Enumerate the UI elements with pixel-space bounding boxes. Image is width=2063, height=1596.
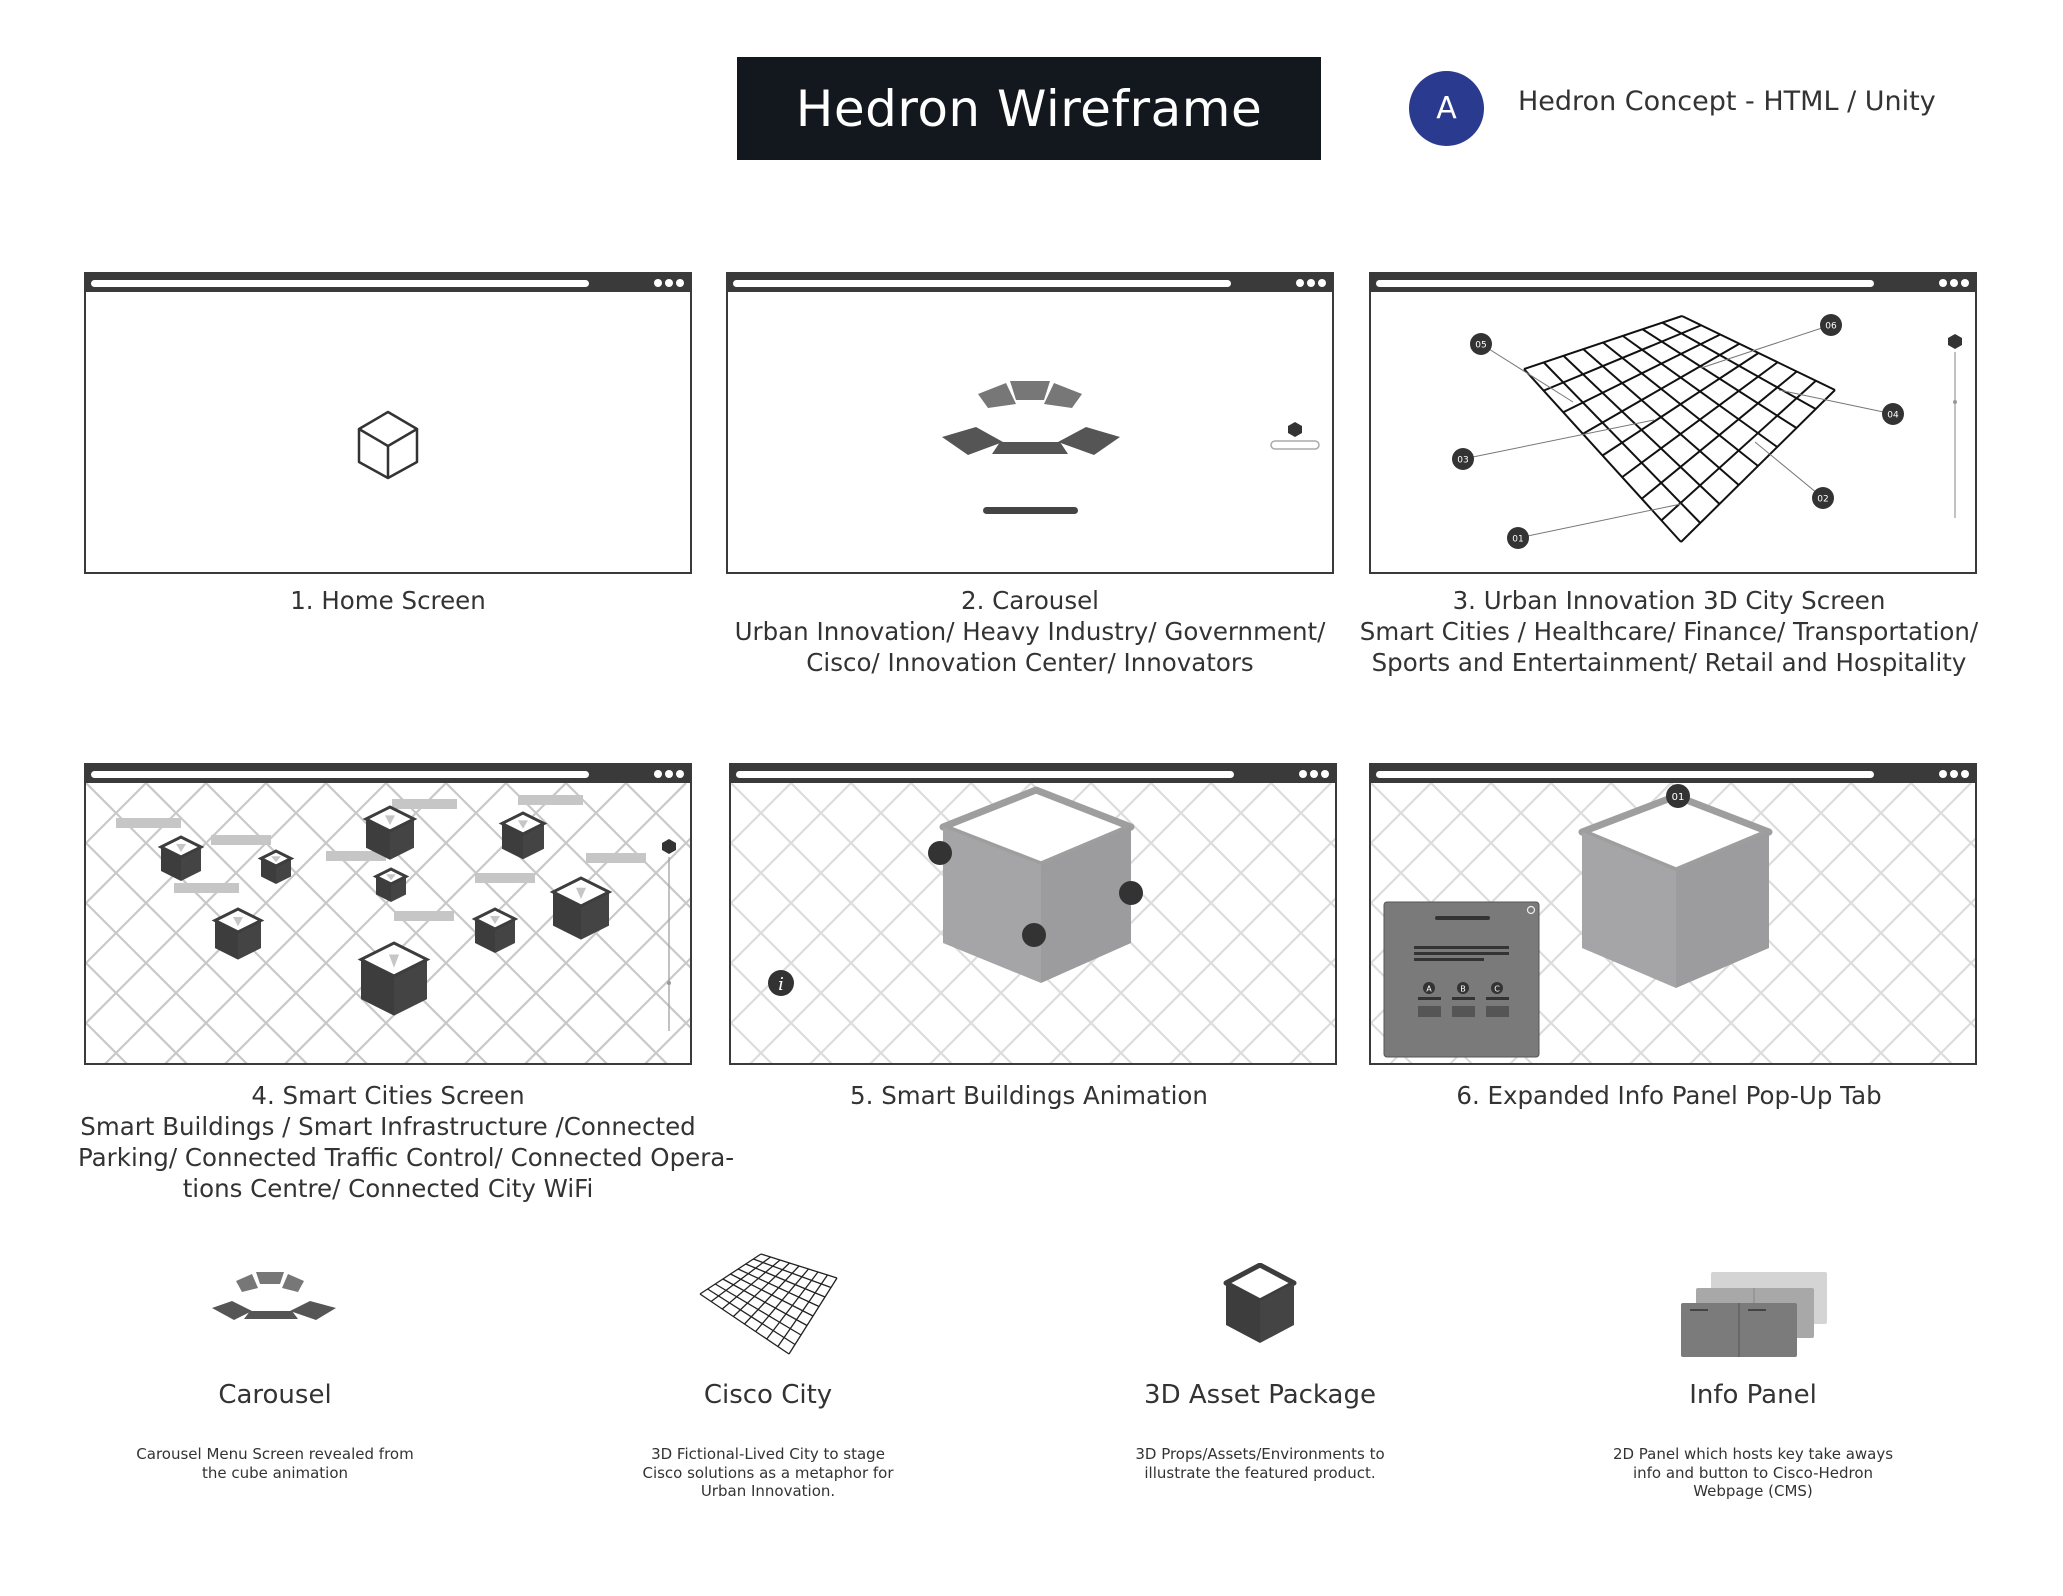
panel-button-b[interactable]: B bbox=[1452, 982, 1475, 1017]
zoom-slider[interactable] bbox=[662, 839, 676, 1031]
carousel-icon bbox=[212, 1272, 336, 1320]
cube-outline-icon bbox=[357, 410, 419, 480]
smart-building-cube[interactable] bbox=[939, 786, 1135, 983]
marker-06[interactable]: 06 bbox=[1820, 314, 1842, 336]
page-subtitle: Hedron Concept - HTML / Unity bbox=[1518, 86, 1936, 117]
marker-05[interactable]: 05 bbox=[1470, 333, 1492, 355]
caption-carousel: 2. Carousel Urban Innovation/ Heavy Indu… bbox=[734, 586, 1326, 677]
hotspot[interactable] bbox=[928, 841, 952, 865]
carousel-indicator bbox=[983, 507, 1078, 514]
menu-dots-icon bbox=[654, 279, 684, 287]
info-panel-popup[interactable]: A B C bbox=[1383, 901, 1540, 1058]
svg-text:05: 05 bbox=[1475, 341, 1486, 351]
carousel-tiles bbox=[942, 381, 1120, 455]
close-icon[interactable] bbox=[1526, 905, 1536, 915]
marker-02[interactable]: 02 bbox=[1812, 487, 1834, 509]
svg-text:C: C bbox=[1494, 985, 1500, 994]
screen-home bbox=[84, 272, 692, 574]
caption-home: 1. Home Screen bbox=[290, 586, 486, 615]
caption-buildings-animation: 5. Smart Buildings Animation bbox=[850, 1081, 1208, 1110]
svg-text:B: B bbox=[1460, 985, 1466, 994]
building-cube[interactable] bbox=[362, 805, 418, 860]
hotspot[interactable] bbox=[1119, 881, 1143, 905]
screen-city-3d: 01 02 03 04 05 06 bbox=[1369, 272, 1977, 574]
hexagon-icon bbox=[1948, 334, 1962, 349]
menu-dots-icon bbox=[654, 770, 684, 778]
building-cube[interactable] bbox=[357, 941, 431, 1016]
legend-title-3d-asset: 3D Asset Package bbox=[1144, 1380, 1376, 1410]
screen-carousel bbox=[726, 272, 1334, 574]
info-icon[interactable]: i bbox=[768, 970, 794, 996]
svg-text:01: 01 bbox=[1512, 535, 1523, 545]
marker-01[interactable]: 01 bbox=[1666, 784, 1690, 808]
page-title: Hedron Wireframe bbox=[737, 57, 1321, 160]
menu-dots-icon bbox=[1296, 279, 1326, 287]
browser-bar bbox=[728, 274, 1332, 292]
building-cube[interactable] bbox=[257, 849, 295, 884]
legend-title-info-panel: Info Panel bbox=[1689, 1380, 1817, 1410]
svg-text:06: 06 bbox=[1825, 322, 1837, 332]
svg-text:02: 02 bbox=[1817, 495, 1828, 505]
smart-building-cube bbox=[1578, 792, 1773, 988]
zoom-slider[interactable] bbox=[1948, 334, 1962, 518]
svg-text:i: i bbox=[778, 974, 784, 995]
svg-text:03: 03 bbox=[1457, 456, 1468, 466]
cube-icon bbox=[1223, 1263, 1297, 1343]
menu-dots-icon bbox=[1939, 279, 1969, 287]
screen-buildings-animation: i bbox=[729, 763, 1337, 1065]
caption-smart-cities: 4. Smart Cities Screen Smart Buildings /… bbox=[78, 1081, 735, 1203]
legend-title-cisco-city: Cisco City bbox=[703, 1380, 833, 1410]
marker-03[interactable]: 03 bbox=[1452, 448, 1474, 470]
caption-info-panel: 6. Expanded Info Panel Pop-Up Tab bbox=[1456, 1081, 1882, 1110]
building-cube[interactable] bbox=[211, 907, 265, 960]
version-badge: A bbox=[1409, 71, 1484, 146]
browser-bar bbox=[1371, 274, 1975, 292]
panels-icon bbox=[1681, 1272, 1827, 1357]
browser-bar bbox=[86, 274, 690, 292]
browser-bar bbox=[731, 765, 1335, 783]
building-cube[interactable] bbox=[372, 867, 410, 902]
panel-button-c[interactable]: C bbox=[1486, 982, 1509, 1017]
screen-info-panel: 01 A B C bbox=[1369, 763, 1977, 1065]
building-cube[interactable] bbox=[471, 907, 519, 953]
svg-text:04: 04 bbox=[1887, 411, 1899, 421]
screen-smart-cities bbox=[84, 763, 692, 1065]
building-cube[interactable] bbox=[549, 876, 613, 940]
building-cube[interactable] bbox=[498, 811, 548, 860]
browser-bar bbox=[1371, 765, 1975, 783]
svg-text:A: A bbox=[1426, 985, 1432, 994]
hotspot[interactable] bbox=[1022, 923, 1046, 947]
browser-bar bbox=[86, 765, 690, 783]
svg-text:01: 01 bbox=[1672, 792, 1685, 803]
hexagon-icon bbox=[662, 839, 676, 854]
legend-title-carousel: Carousel bbox=[218, 1380, 332, 1410]
grid-icon bbox=[699, 1253, 838, 1355]
menu-dots-icon bbox=[1939, 770, 1969, 778]
marker-04[interactable]: 04 bbox=[1882, 403, 1904, 425]
marker-01[interactable]: 01 bbox=[1507, 527, 1529, 549]
city-grid bbox=[1523, 315, 1836, 543]
caption-city-3d: 3. Urban Innovation 3D City Screen Smart… bbox=[1359, 586, 1979, 677]
hexagon-icon bbox=[1288, 422, 1302, 437]
building-cube[interactable] bbox=[157, 835, 205, 881]
menu-dots-icon bbox=[1299, 770, 1329, 778]
panel-button-a[interactable]: A bbox=[1418, 982, 1441, 1017]
slider-track[interactable] bbox=[1270, 440, 1320, 450]
